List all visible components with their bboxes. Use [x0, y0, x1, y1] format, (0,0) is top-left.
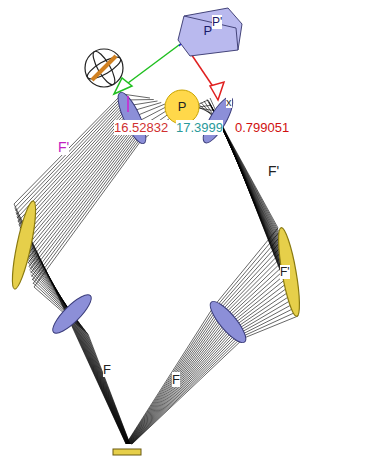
ray — [72, 313, 128, 444]
ray — [130, 327, 234, 444]
lens — [48, 89, 251, 347]
ray — [228, 268, 288, 321]
ray — [15, 96, 123, 207]
focus-label-holder: F' — [268, 162, 279, 180]
ray — [81, 325, 130, 445]
ray — [223, 254, 284, 315]
focus-label: F' — [58, 139, 69, 155]
ray-bundles — [14, 94, 298, 444]
axis-label: x — [226, 96, 232, 108]
fold-mirror — [8, 200, 304, 318]
ray — [76, 319, 128, 444]
ray — [27, 126, 134, 259]
ray — [17, 100, 125, 214]
ray — [131, 333, 239, 444]
source-point: P — [165, 90, 199, 124]
coordinate-value-holder: 16.52832 — [114, 118, 168, 136]
ray — [84, 328, 130, 444]
coordinate-value-holder: 0.799051 — [235, 118, 289, 136]
ray — [222, 250, 284, 314]
ray — [127, 312, 220, 444]
ray — [229, 272, 288, 322]
ray — [73, 315, 128, 444]
point-label-holder: P' — [212, 12, 222, 30]
ray — [70, 311, 128, 444]
focus-label-holder: F — [103, 360, 111, 378]
ray — [243, 312, 298, 337]
ray — [78, 321, 129, 444]
focus-label: F' — [268, 163, 279, 179]
ray — [26, 122, 133, 252]
ray — [28, 128, 135, 263]
node-label: P — [178, 100, 187, 114]
ray — [82, 326, 129, 444]
ray — [128, 317, 224, 444]
ray — [33, 140, 139, 284]
coordinate-value: 16.52832 — [114, 120, 168, 135]
ray — [132, 338, 244, 444]
ray — [88, 334, 130, 444]
ray — [67, 307, 127, 444]
ray — [127, 311, 219, 444]
coordinate-value: 17.3999 — [176, 120, 223, 135]
ray — [22, 112, 129, 235]
ray — [87, 332, 130, 444]
ray — [69, 309, 128, 444]
ray — [129, 322, 229, 444]
ray — [32, 136, 138, 277]
coordinate-value: 0.799051 — [235, 120, 289, 135]
ray — [32, 138, 138, 280]
ray — [241, 307, 296, 335]
ray — [131, 330, 237, 444]
ray — [16, 98, 124, 211]
ray — [130, 325, 232, 444]
ray — [34, 142, 140, 287]
ray — [25, 120, 132, 249]
ray — [237, 294, 294, 330]
ray — [225, 259, 286, 317]
ray — [85, 330, 130, 444]
ray — [238, 298, 294, 331]
focus-label: F' — [280, 265, 290, 279]
point-label: P' — [212, 15, 222, 29]
coordinate-value-holder: 17.3999 — [176, 118, 223, 136]
image-plate — [113, 449, 141, 455]
ray — [75, 317, 129, 444]
axis-label-holder: x — [226, 92, 232, 110]
detector-cube: P' — [176, 6, 242, 56]
ray — [231, 276, 290, 323]
focus-label: F — [103, 362, 111, 377]
orientation-globe — [85, 49, 124, 88]
ray — [79, 323, 129, 444]
ray — [128, 314, 222, 444]
focus-label-holder: F' — [58, 138, 69, 156]
ray — [214, 228, 278, 306]
focus-label-holder: F — [172, 370, 180, 388]
ray — [131, 332, 238, 444]
ray — [129, 320, 228, 444]
ray — [244, 316, 298, 338]
ray — [128, 316, 223, 444]
ray — [66, 306, 128, 445]
focus-label-holder: F' — [280, 262, 290, 280]
ray — [21, 110, 128, 232]
ray — [24, 118, 131, 246]
ray — [14, 94, 122, 204]
ray — [29, 130, 136, 266]
ray — [27, 124, 134, 256]
ray — [64, 304, 127, 444]
ray — [129, 324, 230, 444]
focus-label: F — [172, 372, 180, 387]
ray — [131, 335, 241, 444]
ray — [30, 132, 136, 270]
ray — [128, 319, 226, 444]
ray — [31, 134, 137, 273]
ray — [132, 336, 243, 444]
ray — [130, 328, 235, 444]
